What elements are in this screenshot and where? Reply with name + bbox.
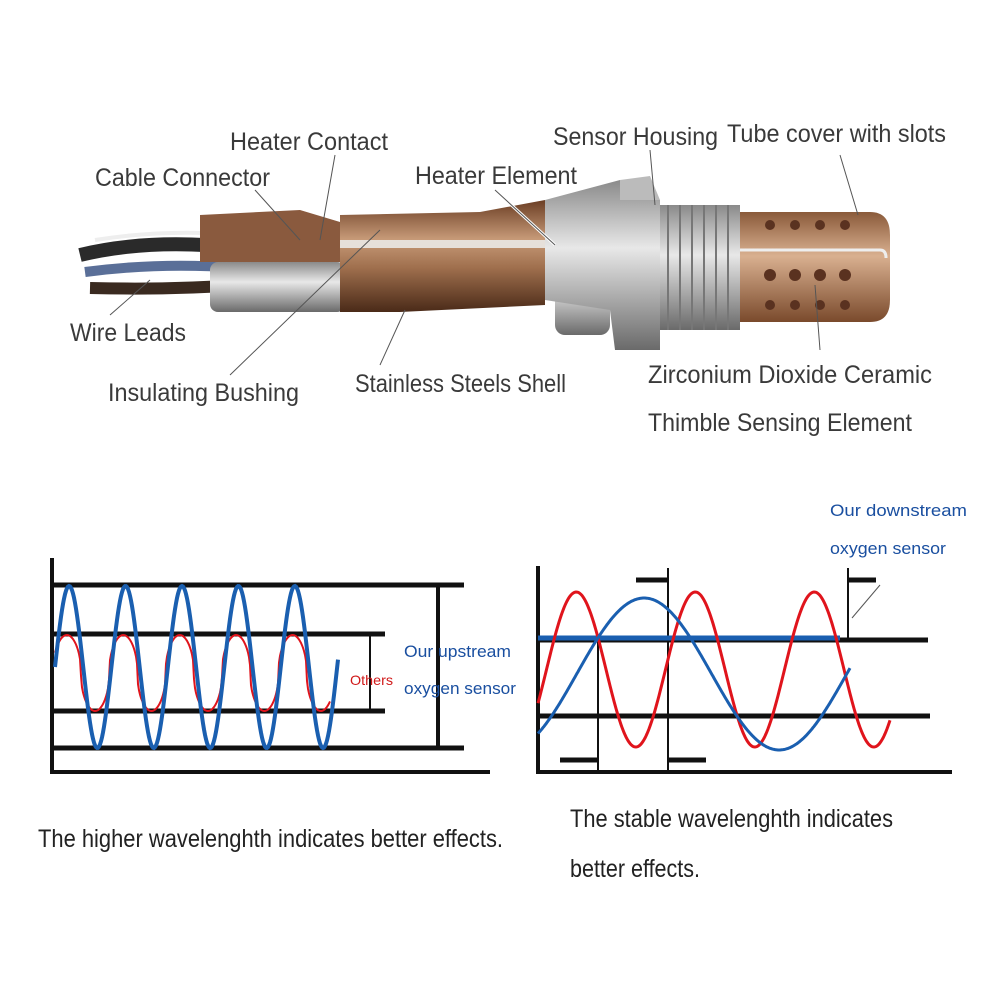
upstream-label-line1: Our upstream: [404, 642, 511, 661]
downstream-caption-line1: The stable wavelenghth indicates: [570, 805, 893, 833]
downstream-comparison-chart: Our downstream oxygen sensor: [536, 501, 967, 774]
label-zirconium-line1: Zirconium Dioxide Ceramic: [648, 361, 932, 389]
label-insulating-bushing: Insulating Bushing: [108, 379, 299, 407]
label-heater-element: Heater Element: [415, 162, 577, 190]
downstream-caption-line2: better effects.: [570, 855, 700, 883]
label-cable-connector: Cable Connector: [95, 164, 270, 192]
label-tube-cover: Tube cover with slots: [727, 120, 946, 148]
upstream-wave-line: [53, 583, 340, 751]
sensor-housing-hex-graphic: [545, 180, 660, 350]
label-zirconium-line2: Thimble Sensing Element: [648, 409, 912, 437]
label-stainless-shell: Stainless Steels Shell: [355, 370, 566, 398]
stainless-shell-graphic: [340, 200, 545, 312]
label-sensor-housing: Sensor Housing: [553, 123, 718, 151]
insulating-bushing-graphic: [210, 262, 345, 312]
downstream-label-line2: oxygen sensor: [830, 539, 946, 558]
others-downstream-wave-line: [536, 590, 892, 749]
upstream-comparison-chart: Others Our upstream oxygen sensor: [50, 558, 516, 774]
upstream-label-line2: oxygen sensor: [404, 679, 516, 698]
label-wire-leads: Wire Leads: [70, 319, 186, 347]
tube-cover-graphic: [740, 212, 890, 322]
upstream-caption: The higher wavelenghth indicates better …: [38, 825, 503, 853]
label-heater-contact: Heater Contact: [230, 128, 388, 156]
others-label: Others: [350, 672, 393, 688]
leader-lines: [109, 149, 859, 376]
heater-element-graphic: [340, 240, 740, 248]
thread-graphic: [660, 205, 740, 330]
downstream-leader-line: [851, 584, 881, 619]
downstream-label-line1: Our downstream: [830, 501, 967, 520]
downstream-wave-line: [536, 596, 852, 752]
cable-connector-graphic: [200, 210, 340, 262]
sensor-illustration: [78, 149, 890, 376]
